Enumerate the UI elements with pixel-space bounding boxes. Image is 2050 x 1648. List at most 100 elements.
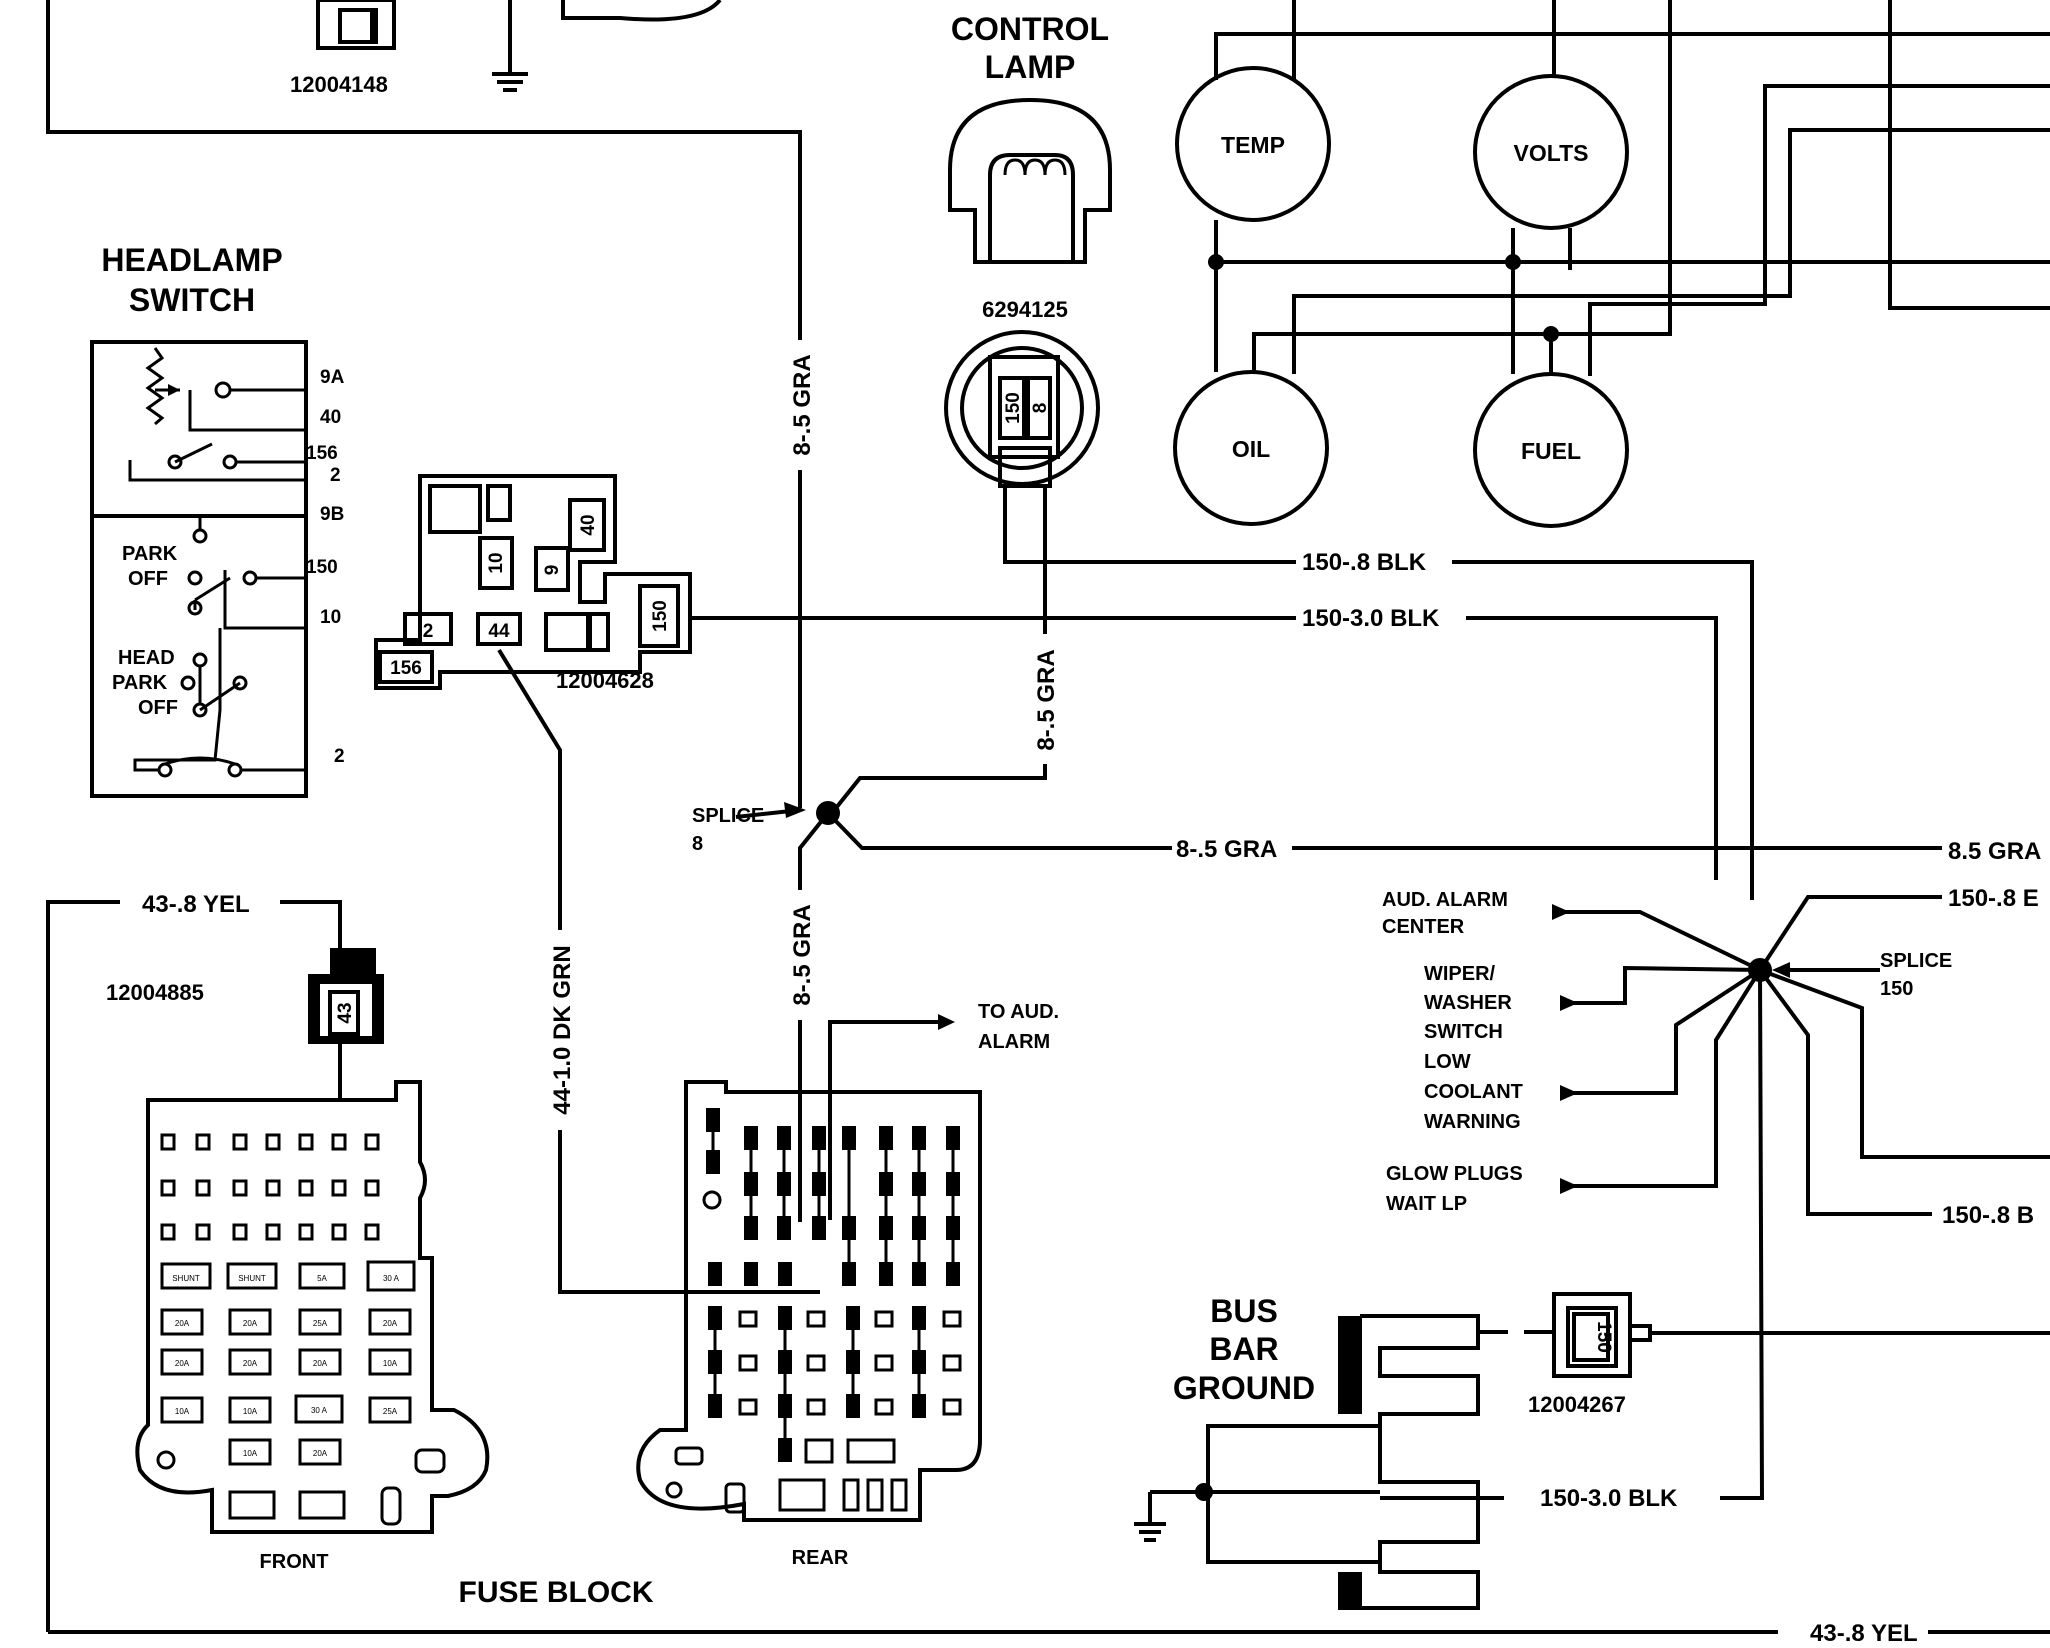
splice-150-label-2: 150 xyxy=(1880,978,1913,1000)
headlamp-position-head: HEAD xyxy=(118,647,175,669)
fuse-block-rear-label: REAR xyxy=(792,1547,849,1569)
front-fuse-3: 5A xyxy=(317,1274,327,1283)
to-aud-alarm-2: ALARM xyxy=(978,1031,1050,1053)
front-fuse-16: 25A xyxy=(383,1407,398,1416)
control-lamp: CONTROL LAMP 6294125 150 8 xyxy=(944,11,1112,488)
top-wire-curve xyxy=(561,0,722,22)
wire-43-yel-bottom-label: 43-.8 YEL xyxy=(1810,1620,1918,1647)
front-fuse-rows: SHUNT SHUNT 5A 30 A 20A 20A 25A 20A 20A … xyxy=(156,1133,446,1526)
wire-8-gra-vertical-label: 8-.5 GRA xyxy=(789,354,816,455)
connector-block-part-label: 12004628 xyxy=(556,668,654,693)
wiper-washer-switch-1: WIPER/ xyxy=(1424,963,1496,985)
low-coolant-warning-1: LOW xyxy=(1424,1051,1471,1073)
wire-44-dk-grn-label: 44-1.0 DK GRN xyxy=(549,945,576,1114)
connector-block-pin-156: 156 xyxy=(390,658,422,679)
ground-symbol-top xyxy=(492,0,528,92)
headlamp-switch: HEADLAMP SWITCH xyxy=(90,242,345,798)
headlamp-terminal-156: 156 xyxy=(306,443,338,464)
headlamp-position-park-2: PARK xyxy=(112,672,168,694)
headlamp-terminal-2-upper: 2 xyxy=(330,465,341,486)
wire-8-gra-lower-label: 8-.5 GRA xyxy=(789,904,816,1005)
gauge-oil-label: OIL xyxy=(1232,436,1270,462)
glow-plugs-wait-lp-2: WAIT LP xyxy=(1386,1193,1467,1215)
wire-8-gra-right-label: 8.5 GRA xyxy=(1948,838,2041,865)
connector-block-pin-10: 10 xyxy=(486,552,507,573)
connector-block-pin-9: 9 xyxy=(542,565,563,576)
wiper-washer-switch-3: SWITCH xyxy=(1424,1021,1503,1043)
headlamp-terminal-40: 40 xyxy=(320,407,341,428)
front-fuse-9: 20A xyxy=(175,1359,190,1368)
splice-8-label-2: 8 xyxy=(692,833,703,855)
gauge-oil: OIL xyxy=(1173,370,1329,526)
fuse-connector-pin-43: 43 xyxy=(335,1002,356,1023)
connector-block-pin-40: 40 xyxy=(578,514,599,535)
destination-labels: TO AUD. ALARM AUD. ALARM CENTER WIPER/ W… xyxy=(978,889,1523,1215)
aud-alarm-center-1: AUD. ALARM xyxy=(1382,889,1508,911)
front-fuse-13: 10A xyxy=(175,1407,190,1416)
front-fuse-17: 10A xyxy=(243,1449,258,1458)
headlamp-switch-title-2: SWITCH xyxy=(129,282,255,318)
front-fuse-4: 30 A xyxy=(383,1274,400,1283)
gauge-wiring xyxy=(1208,0,2050,376)
wire-8-gra-horizontal-label: 8-.5 GRA xyxy=(1176,836,1277,863)
front-fuse-1: SHUNT xyxy=(172,1274,200,1283)
headlamp-terminal-10: 10 xyxy=(320,607,341,628)
wire-150-08-blk-label: 150-.8 BLK xyxy=(1302,549,1427,576)
fuse-block-rear: REAR xyxy=(636,1080,982,1569)
headlamp-terminal-2-lower: 2 xyxy=(334,746,345,767)
front-fuse-2: SHUNT xyxy=(238,1274,266,1283)
gauge-volts-label: VOLTS xyxy=(1514,140,1589,166)
aud-alarm-center-2: CENTER xyxy=(1382,916,1465,938)
low-coolant-warning-3: WARNING xyxy=(1424,1111,1521,1133)
control-lamp-socket-body xyxy=(988,355,1060,459)
wire-150-08-e-right-label: 150-.8 E xyxy=(1948,885,2039,912)
front-fuse-15: 30 A xyxy=(311,1406,328,1415)
fuse-block-front: SHUNT SHUNT 5A 30 A 20A 20A 25A 20A 20A … xyxy=(135,1080,490,1573)
control-lamp-part-label: 6294125 xyxy=(982,297,1068,322)
headlamp-terminal-9a: 9A xyxy=(320,367,345,388)
gauge-fuel: FUEL xyxy=(1473,372,1629,528)
bus-bar-connector-12004267: 150 12004267 xyxy=(1528,1292,2050,1417)
control-lamp-title-2: LAMP xyxy=(985,49,1076,85)
glow-plugs-wait-lp-1: GLOW PLUGS xyxy=(1386,1163,1523,1185)
gauge-temp: TEMP xyxy=(1175,66,1331,222)
splice-8-label-1: SPLICE xyxy=(692,805,764,827)
fuse-connector-part-label: 12004885 xyxy=(106,980,204,1005)
front-fuse-12: 10A xyxy=(383,1359,398,1368)
headlamp-position-off-1: OFF xyxy=(128,568,168,590)
headlamp-switch-title-1: HEADLAMP xyxy=(101,242,282,278)
headlamp-position-off-2: OFF xyxy=(138,697,178,719)
front-fuse-10: 20A xyxy=(243,1359,258,1368)
control-lamp-pin-8: 8 xyxy=(1030,403,1051,414)
connector-block-12004628: 40 10 9 2 44 150 156 12004628 xyxy=(374,474,692,693)
bus-bar-title-1: BUS xyxy=(1210,1293,1278,1329)
front-fuse-8: 20A xyxy=(383,1319,398,1328)
splice-150-label-1: SPLICE xyxy=(1880,950,1952,972)
wire-8-gra-lamp-label: 8-.5 GRA xyxy=(1033,649,1060,750)
control-lamp-bulb xyxy=(948,97,1112,264)
front-fuse-5: 20A xyxy=(175,1319,190,1328)
front-fuse-11: 20A xyxy=(313,1359,328,1368)
rear-fuse-grid xyxy=(706,1108,960,1462)
bus-bar-title-3: GROUND xyxy=(1173,1370,1315,1406)
control-lamp-pin-150: 150 xyxy=(1003,392,1024,424)
gauge-volts: VOLTS xyxy=(1473,74,1629,230)
connector-block-pin-150: 150 xyxy=(650,600,671,632)
control-lamp-coil xyxy=(1003,158,1067,176)
wire-150-30-blk-ground-label: 150-3.0 BLK xyxy=(1540,1485,1678,1512)
connector-block-pin-2: 2 xyxy=(423,621,434,642)
control-lamp-socket-inner xyxy=(960,346,1084,470)
front-fuse-18: 20A xyxy=(313,1449,328,1458)
bus-bar-connector-pin-150: 150 xyxy=(1593,1321,1614,1353)
rear-fuse-links xyxy=(665,1110,962,1514)
wiper-washer-switch-2: WASHER xyxy=(1424,992,1512,1014)
to-aud-alarm-1: TO AUD. xyxy=(978,1001,1059,1023)
headlamp-terminal-9b: 9B xyxy=(320,504,344,525)
wire-150-08-b-right-label: 150-.8 B xyxy=(1942,1202,2034,1229)
bus-bar-connector-part-label: 12004267 xyxy=(1528,1392,1626,1417)
front-fuse-14: 10A xyxy=(243,1407,258,1416)
low-coolant-warning-2: COOLANT xyxy=(1424,1081,1523,1103)
top-connector-part-label: 12004148 xyxy=(290,72,388,97)
fuse-block-title: FUSE BLOCK xyxy=(459,1576,654,1609)
